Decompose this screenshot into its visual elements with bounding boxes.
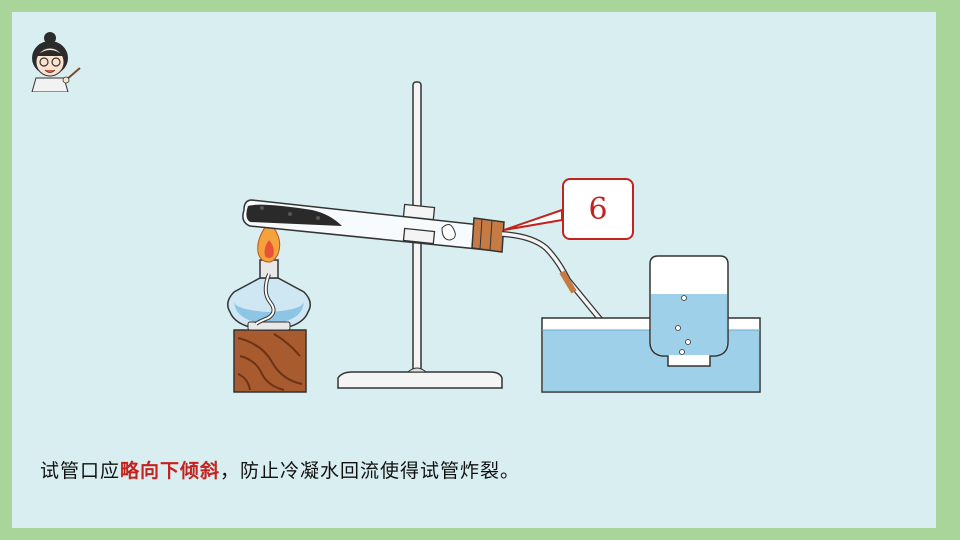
apparatus-diagram: [227, 81, 761, 393]
alcohol-lamp-icon: [227, 259, 311, 331]
caption-part1: 试管口应: [40, 460, 121, 482]
callout-number: 6: [588, 191, 608, 227]
caption-part2: ，防止冷凝水回流使得试管炸裂。: [220, 460, 521, 482]
gas-collection-bottle-icon: [649, 255, 729, 367]
flame-icon: [257, 221, 281, 263]
caption-text: 试管口应略向下倾斜，防止冷凝水回流使得试管炸裂。: [40, 456, 520, 483]
callout-number-box: 6: [562, 178, 634, 240]
slide: 6 试管口应略向下倾斜，防止冷凝水回流使得试管炸裂。: [12, 12, 936, 528]
caption-highlight: 略向下倾斜: [120, 460, 221, 482]
test-tube-icon: [242, 199, 505, 253]
teacher-avatar-icon: [31, 32, 81, 92]
callout-pointer: [503, 208, 563, 231]
wooden-block-icon: [233, 329, 307, 393]
